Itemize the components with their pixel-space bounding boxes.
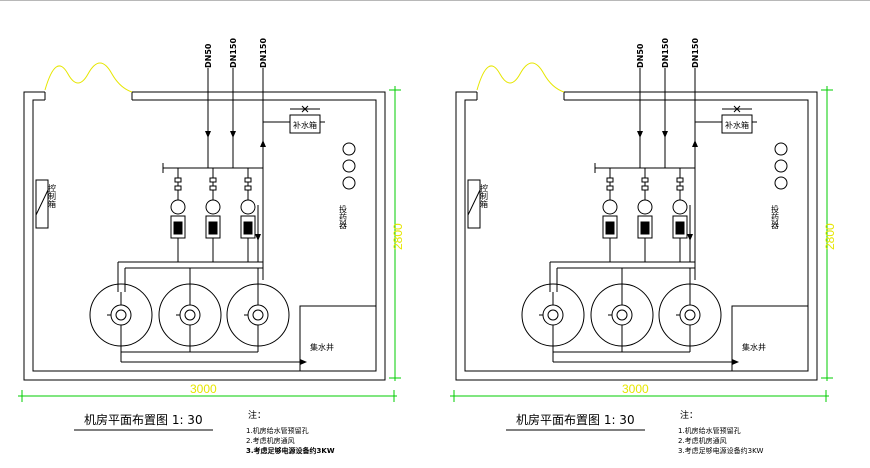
pump xyxy=(602,199,618,239)
opening-arcs xyxy=(476,62,565,93)
filter-tank xyxy=(158,268,222,352)
plan-2: DN50 DN150 DN150 xyxy=(450,38,837,455)
dimension-lines xyxy=(450,86,833,402)
pump xyxy=(672,199,688,239)
pump xyxy=(240,199,256,239)
filter-tank xyxy=(658,268,722,352)
pipe-label-3: DN150 xyxy=(691,38,700,68)
dosing-units xyxy=(774,142,788,190)
pipe-label-2: DN150 xyxy=(661,38,670,68)
top-border-line xyxy=(0,0,870,1)
sump-label: 集水井 xyxy=(310,342,334,352)
filter-tanks xyxy=(89,268,300,363)
plan-title: 机房平面布置图 1: 30 xyxy=(516,412,635,427)
pump-group xyxy=(170,199,256,239)
makeup-tank-label: 补水箱 xyxy=(725,120,749,130)
control-panel xyxy=(35,179,49,229)
pipe-labels: DN50 DN150 DN150 xyxy=(636,38,700,68)
filter-tanks xyxy=(521,268,732,363)
control-panel xyxy=(467,179,481,229)
pipe-label-1: DN50 xyxy=(636,43,645,68)
notes-heading: 注： xyxy=(248,409,266,421)
makeup-tank xyxy=(695,105,757,134)
dimension-lines xyxy=(18,86,401,402)
dosing-label: 投药器 xyxy=(339,204,348,230)
incoming-pipes xyxy=(207,68,264,280)
header-valves xyxy=(174,177,252,191)
height-dimension: 2800 xyxy=(823,223,837,250)
width-dimension: 3000 xyxy=(190,382,217,396)
note-1: 1.机房给水管预留孔 xyxy=(678,426,741,435)
room-walls xyxy=(455,91,818,381)
pump xyxy=(637,199,653,239)
note-1: 1.机房给水管预留孔 xyxy=(246,426,309,435)
filter-tank xyxy=(521,283,585,352)
control-panel-label: 控制箱 xyxy=(48,183,57,209)
plan-title: 机房平面布置图 1: 30 xyxy=(84,412,203,427)
filter-tank xyxy=(226,268,290,352)
pipe-label-1: DN50 xyxy=(204,43,213,68)
control-panel-label: 控制箱 xyxy=(480,183,489,209)
note-2: 2.考虑机房通风 xyxy=(678,436,727,445)
outlet-arrow xyxy=(732,359,739,365)
pump-group xyxy=(602,199,688,239)
dosing-label: 投药器 xyxy=(771,204,780,230)
note-2: 2.考虑机房通风 xyxy=(246,436,295,445)
sump-label: 集水井 xyxy=(742,342,766,352)
width-dimension: 3000 xyxy=(622,382,649,396)
header-valves xyxy=(606,177,684,191)
opening-arcs xyxy=(44,62,133,93)
outlet-arrow xyxy=(300,359,307,365)
pump xyxy=(205,199,221,239)
height-dimension: 2800 xyxy=(391,223,405,250)
incoming-pipes xyxy=(639,68,696,280)
pipe-label-3: DN150 xyxy=(259,38,268,68)
note-3: 3.考虑足够电源设备约3KW xyxy=(678,446,763,455)
notes-heading: 注： xyxy=(680,409,698,421)
pipe-labels: DN50 DN150 DN150 xyxy=(204,38,268,68)
pipe-label-2: DN150 xyxy=(229,38,238,68)
makeup-tank xyxy=(263,105,325,134)
sump-pit xyxy=(299,305,377,372)
sump-pit xyxy=(731,305,809,372)
plan-1: DN50 DN150 DN150 xyxy=(18,38,405,455)
room-walls xyxy=(23,91,386,381)
dosing-units xyxy=(342,142,356,190)
filter-tank xyxy=(590,268,654,352)
note-3: 3.考虑足够电源设备约3KW xyxy=(246,446,335,455)
makeup-tank-label: 补水箱 xyxy=(293,120,317,130)
filter-tank xyxy=(89,283,153,352)
pump xyxy=(170,199,186,239)
